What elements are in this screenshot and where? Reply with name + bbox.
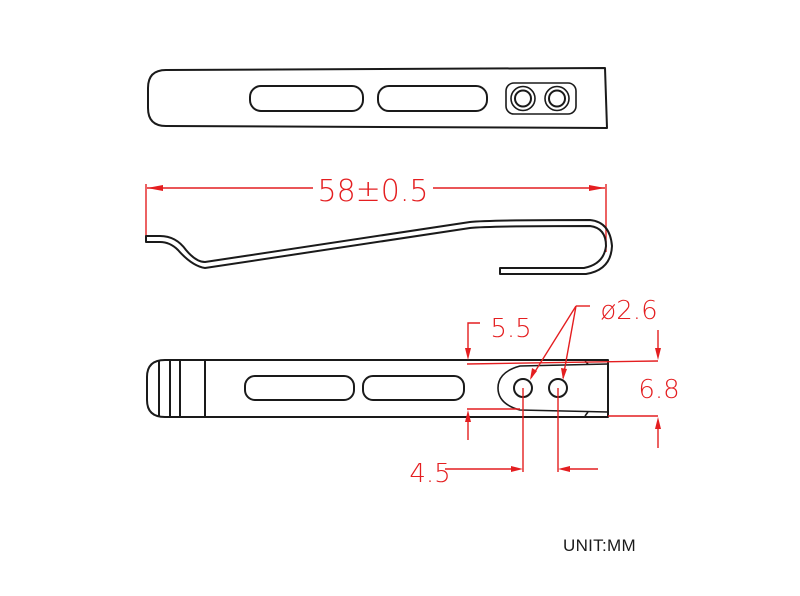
- arrow-left: [147, 185, 163, 191]
- top-view-outline: [147, 67, 608, 129]
- unit-label: UNIT:MM: [563, 536, 636, 555]
- top-slot-2: [377, 85, 488, 112]
- dim-4-5-arrow-left: [511, 466, 523, 472]
- dim-dia-arrow-1: [530, 368, 537, 380]
- top-hole-2-inner: [548, 89, 566, 108]
- top-hole-2-outer: [544, 85, 570, 112]
- dim-5-5-arrow-bottom: [465, 410, 471, 422]
- top-view: [147, 67, 608, 129]
- dim-6-8-arrow-bottom: [655, 417, 661, 429]
- clip-profile: [145, 219, 613, 275]
- dim-dia-leader-1: [530, 305, 577, 379]
- dim-6-8-arrow-top: [655, 348, 661, 360]
- bottom-view-outline: [146, 359, 609, 418]
- top-slot-1: [249, 85, 364, 112]
- bottom-slot-2: [362, 375, 465, 401]
- dim-hole-spacing: 4.5: [409, 459, 450, 489]
- top-hole-1-outer: [510, 85, 536, 112]
- dim-hole-diameter: ø2.6: [600, 296, 657, 326]
- end-pad-outline: [497, 363, 609, 413]
- dim-5-5-leader: [467, 322, 480, 350]
- top-screw-pad: [505, 82, 577, 115]
- top-hole-1-inner: [514, 89, 532, 108]
- side-profile-view: 58±0.5: [145, 174, 613, 275]
- dim-hole-offset: 5.5: [490, 314, 531, 344]
- dim-dia-arrow-2: [561, 368, 567, 380]
- end-pad-edge-bottom: [584, 411, 589, 417]
- dim-width: 6.8: [638, 375, 679, 405]
- bottom-view: 5.5 ø2.6 6.8 4.5: [146, 296, 680, 489]
- dim-dia-leader-2: [562, 305, 577, 379]
- dim-5-5-ext-top: [466, 360, 659, 365]
- dim-5-5-arrow-top: [465, 348, 471, 360]
- dim-4-5-arrow-right: [558, 466, 570, 472]
- arrow-right: [589, 185, 605, 191]
- dim-overall-length: 58±0.5: [317, 174, 428, 209]
- bottom-slot-1: [244, 375, 355, 401]
